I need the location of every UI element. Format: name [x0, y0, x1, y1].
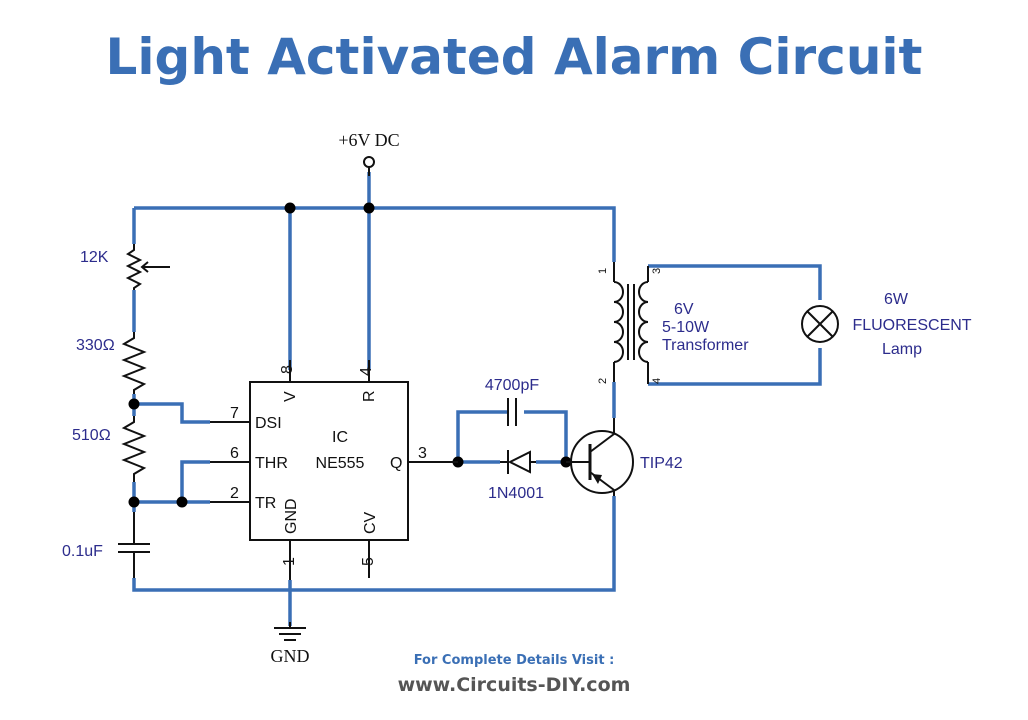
tf-pin2: 2: [597, 378, 609, 384]
lamp-label-3: Lamp: [882, 341, 922, 358]
junction-dots: [128, 202, 572, 508]
potentiometer: 12K: [80, 244, 170, 290]
ground-label: GND: [271, 646, 310, 666]
pin3-num: 3: [418, 445, 427, 462]
pin2-num: 2: [230, 485, 239, 502]
pin7-num: 7: [230, 405, 239, 422]
ic-label-2: NE555: [316, 455, 365, 472]
pin8-name: V: [282, 391, 299, 402]
pin6-name: THR: [255, 455, 288, 472]
pin3-name: Q: [390, 455, 402, 472]
resistor-330: 330Ω: [76, 332, 147, 394]
pin8-num: 8: [279, 365, 296, 374]
pin1-name: GND: [283, 498, 300, 534]
lamp-label-2: FLUORESCENT: [852, 317, 971, 334]
transformer: 1 2 3 4 6V 5-10W Transformer: [597, 262, 749, 384]
r1-label: 330Ω: [76, 337, 115, 354]
tf-pin3: 3: [651, 268, 663, 274]
footer-visit-text: For Complete Details Visit :: [413, 653, 615, 668]
pin5-num: 5: [360, 557, 377, 566]
transistor: TIP42: [566, 418, 683, 496]
r2-label: 510Ω: [72, 427, 111, 444]
tf-label-2: 5-10W: [662, 319, 710, 336]
tf-pin1: 1: [597, 268, 609, 274]
ic-label-1: IC: [332, 429, 348, 446]
cap-timing-label: 0.1uF: [62, 543, 103, 560]
supply-label: +6V DC: [338, 130, 399, 150]
pin2-name: TR: [255, 495, 276, 512]
ground-symbol: GND: [271, 622, 310, 666]
lamp: 6W FLUORESCENT Lamp: [801, 291, 972, 358]
ic-555: IC NE555 8 V 4 R 7 DSI 6 THR 2 TR 3 Q 1 …: [210, 360, 458, 580]
capacitor-timing: 0.1uF: [62, 512, 150, 578]
pin6-num: 6: [230, 445, 239, 462]
transistor-label: TIP42: [640, 455, 683, 472]
capacitor-feedback: 4700pF: [485, 377, 539, 426]
pin5-name: CV: [362, 511, 379, 534]
pin4-name: R: [361, 390, 378, 402]
diode: 1N4001: [488, 450, 544, 502]
pot-label: 12K: [80, 249, 109, 266]
wires: [132, 172, 822, 626]
tf-label-3: Transformer: [662, 337, 749, 354]
cap-feedback-label: 4700pF: [485, 377, 539, 394]
page-title: Light Activated Alarm Circuit: [105, 28, 923, 86]
tf-pin4: 4: [651, 378, 663, 384]
lamp-label-1: 6W: [884, 291, 909, 308]
pin4-num: 4: [358, 367, 375, 376]
pin7-name: DSI: [255, 415, 282, 432]
supply-terminal: +6V DC: [338, 130, 400, 176]
tf-label-1: 6V: [674, 301, 694, 318]
footer-url[interactable]: www.Circuits-DIY.com: [397, 674, 631, 696]
pin1-num: 1: [281, 557, 298, 566]
diode-label: 1N4001: [488, 485, 544, 502]
resistor-510: 510Ω: [72, 416, 147, 482]
